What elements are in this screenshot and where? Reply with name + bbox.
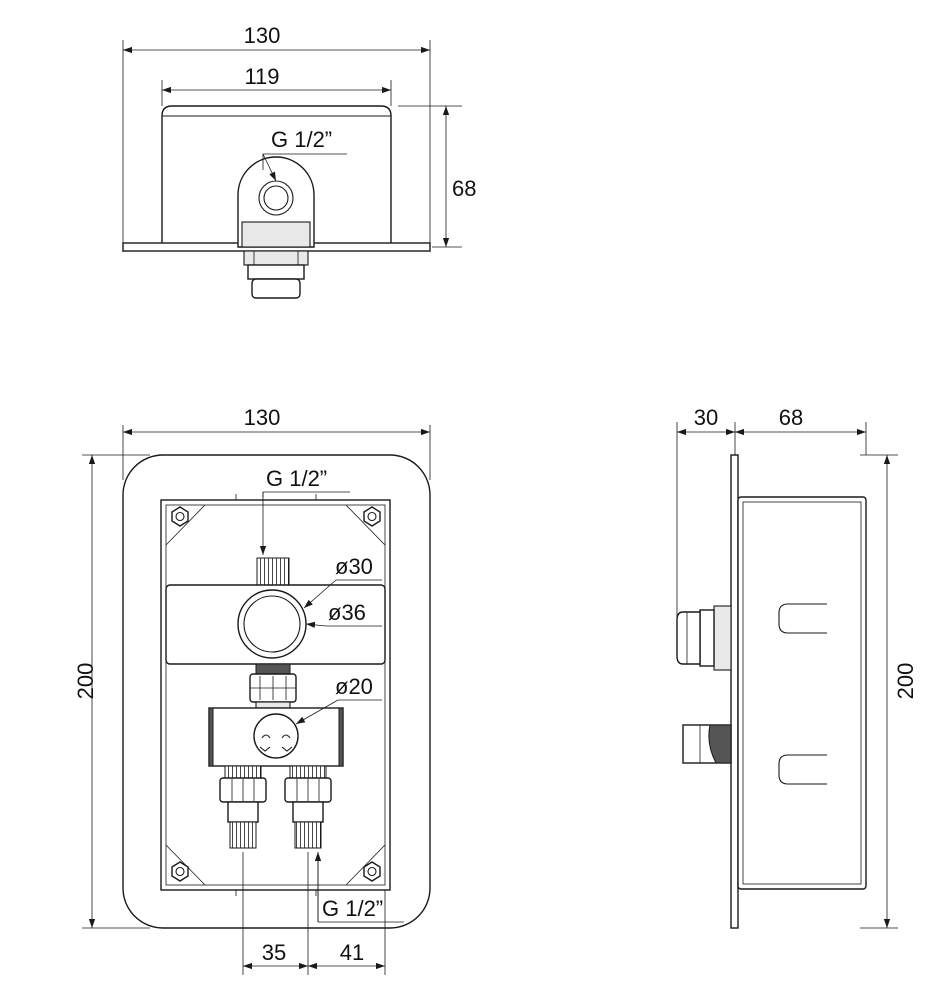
front-label-inlet: G 1/2” (266, 466, 327, 491)
corner-screw-bl (171, 861, 189, 882)
side-slot-lower (778, 754, 827, 785)
side-knob (676, 605, 732, 671)
side-view: 30 68 200 (676, 405, 918, 929)
side-dim-200: 200 (893, 663, 918, 700)
front-outlet-right (284, 765, 332, 849)
front-cartridge (253, 713, 299, 759)
corner-screw-tl (171, 506, 189, 527)
side-box (737, 496, 867, 890)
front-knob-inner (243, 595, 301, 653)
side-dim-68: 68 (779, 405, 803, 430)
front-dim-35: 35 (262, 940, 286, 965)
front-view: 130 200 G 1/2” ø30 ø36 ø20 G 1/2” 35 41 (73, 405, 431, 975)
corner-screw-tr (363, 506, 381, 527)
top-label-g12: G 1/2” (271, 127, 332, 152)
front-dim-200: 200 (73, 663, 98, 700)
front-dim-41: 41 (340, 940, 364, 965)
front-label-dia36: ø36 (328, 600, 366, 625)
top-dim-68: 68 (452, 176, 476, 201)
top-dim-130: 130 (244, 23, 281, 48)
front-inlet-thread (256, 557, 290, 587)
top-dim-119: 119 (244, 64, 279, 89)
front-label-dia20: ø20 (335, 674, 373, 699)
front-label-outlet: G 1/2” (322, 896, 383, 921)
front-label-dia30: ø30 (335, 554, 373, 579)
side-outlet-stub (682, 724, 732, 764)
corner-screw-br (363, 861, 381, 882)
top-view: 130 119 68 G 1/2” (122, 23, 476, 299)
front-nut (249, 673, 297, 703)
front-dim-130: 130 (244, 405, 281, 430)
side-plate (730, 454, 739, 929)
front-knob-outer (237, 589, 307, 659)
front-outlet-left (219, 765, 267, 849)
side-dim-30: 30 (694, 405, 718, 430)
side-slot-upper (778, 603, 827, 634)
